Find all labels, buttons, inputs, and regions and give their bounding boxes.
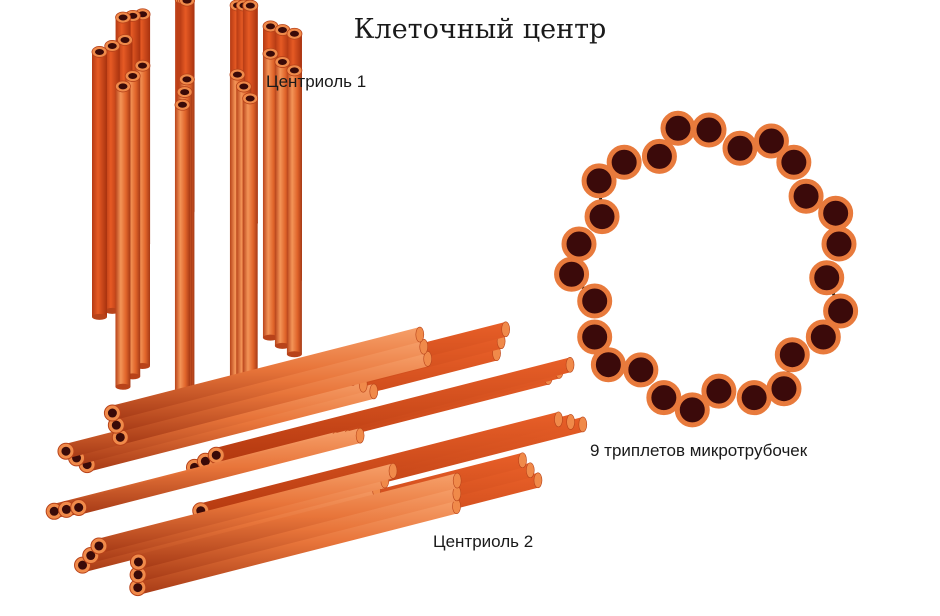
- microtubule: [623, 352, 659, 388]
- centriole-2-tube: [111, 351, 433, 446]
- centriole-1-tube: [274, 56, 291, 349]
- microtubule: [722, 130, 758, 166]
- microtubule: [606, 144, 642, 180]
- centriole-2-tube: [90, 463, 398, 555]
- microtubule: [776, 144, 812, 180]
- centriole-1-illustration: [91, 0, 303, 427]
- label-triplets: 9 триплетов микротрубочек: [590, 441, 808, 460]
- centriole-2-tube: [103, 326, 425, 422]
- centriole-1-tube: [174, 98, 191, 427]
- microtubule-triplet: [809, 195, 857, 296]
- label-centriole-1: Центриоль 1: [266, 72, 367, 91]
- centriole-1-tube: [262, 47, 279, 341]
- triplet-ring-diagram: [554, 110, 859, 428]
- microtubule-triplet: [753, 123, 824, 214]
- microtubule: [584, 199, 620, 235]
- microtubule: [821, 226, 857, 262]
- microtubule: [577, 283, 613, 319]
- microtubule: [753, 123, 789, 159]
- centriole-1-tube: [242, 92, 259, 415]
- centriole-2-tube: [207, 357, 575, 464]
- microtubule: [818, 195, 854, 231]
- microtubule-triplet: [660, 110, 758, 166]
- centriole-1-tube: [115, 80, 131, 390]
- microtubule: [554, 256, 590, 292]
- microtubule-triplet: [774, 293, 859, 373]
- microtubule: [701, 373, 737, 409]
- page-title: Клеточный центр: [353, 14, 607, 45]
- microtubule: [805, 319, 841, 355]
- centriole-2-tube: [70, 427, 365, 517]
- microtubule-triplet: [581, 138, 677, 199]
- microtubule-triplet: [623, 352, 710, 428]
- microtubule: [590, 347, 626, 383]
- microtubule: [561, 226, 597, 262]
- centriole-1-tube: [91, 46, 108, 320]
- microtubule: [788, 178, 824, 214]
- microtubule-triplet: [577, 283, 626, 383]
- microtubule: [766, 371, 802, 407]
- microtubule: [674, 392, 710, 428]
- microtubule: [641, 138, 677, 174]
- label-centriole-2: Центриоль 2: [433, 532, 534, 551]
- microtubule: [581, 163, 617, 199]
- microtubule-triplet: [701, 371, 802, 416]
- microtubule: [660, 110, 696, 146]
- microtubule: [823, 293, 859, 329]
- centriole-2-tube: [129, 498, 461, 597]
- microtubule: [691, 112, 727, 148]
- microtubule: [809, 260, 845, 296]
- microtubule: [577, 319, 613, 355]
- microtubule-triplet: [554, 199, 620, 292]
- microtubule: [774, 337, 810, 373]
- centriole-2-tube: [129, 472, 462, 571]
- centriole-1-tube: [286, 64, 303, 358]
- microtubule: [646, 380, 682, 416]
- centriole-2-illustration: [45, 321, 588, 597]
- microtubule: [736, 380, 772, 416]
